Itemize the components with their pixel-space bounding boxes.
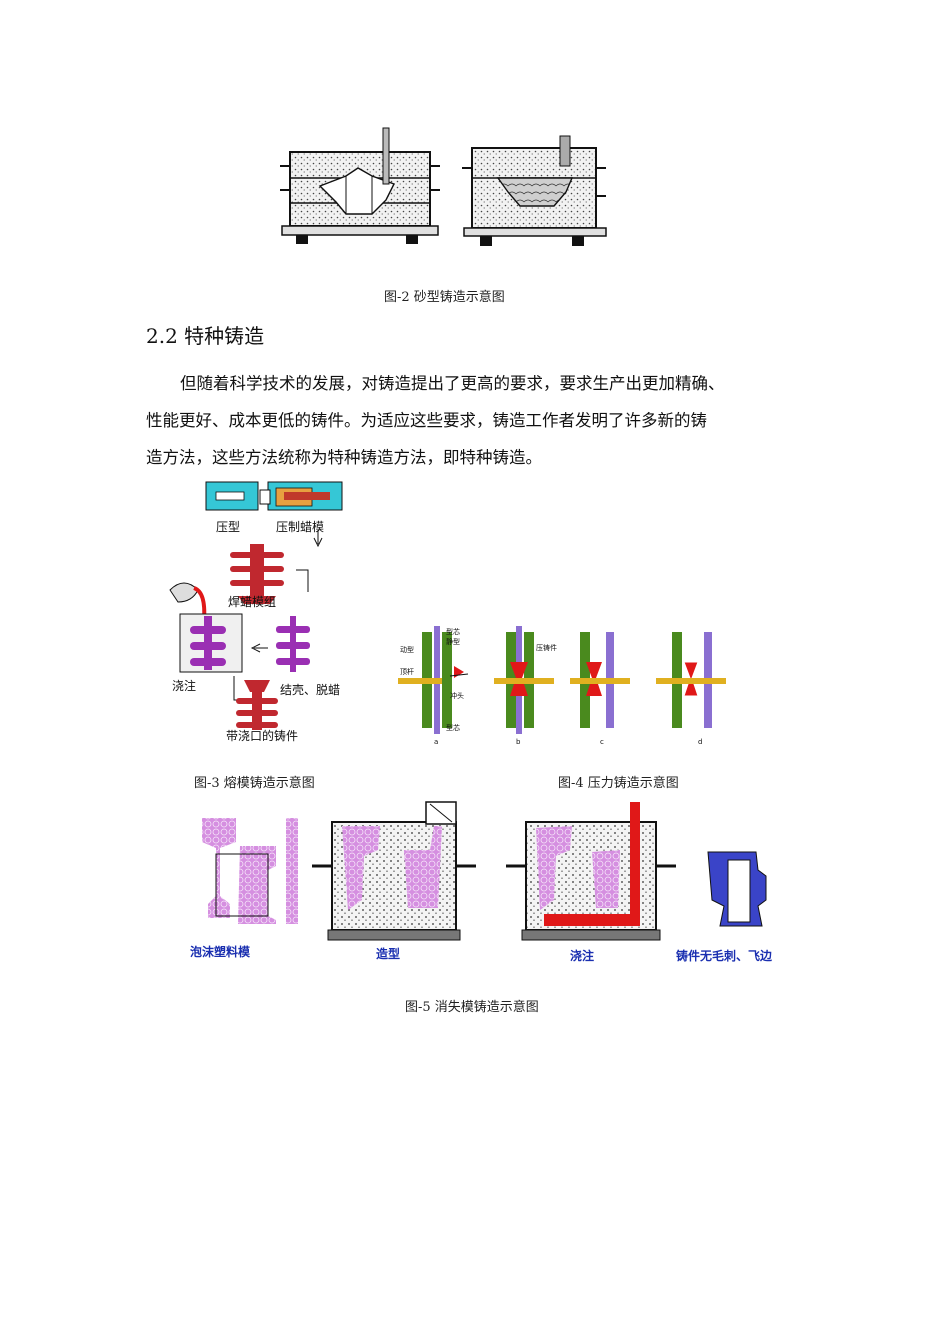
fig3-label-pour: 浇注 <box>172 678 196 693</box>
paragraph-line: 性能更好、成本更低的铸件。为适应这些要求，铸造工作者发明了许多新的铸 <box>146 411 707 430</box>
fig4-label-core-bottom: 型芯 <box>446 723 460 732</box>
fig4-label-d: d <box>698 738 702 746</box>
sand-mold-right <box>462 135 607 246</box>
die-casting-step-d <box>656 632 726 728</box>
lost-foam-result <box>707 851 767 927</box>
fig4-label-moving-die: 动型 <box>400 645 414 654</box>
fig4-label-ejector: 顶杆 <box>400 667 414 676</box>
fig4-label-plunger: 冲头 <box>450 691 464 700</box>
fig3-label-shell: 结壳、脱蜡 <box>280 682 340 697</box>
figure-3-caption: 图-3 熔模铸造示意图 <box>194 776 315 791</box>
sand-mold-left <box>280 127 440 244</box>
investment-casting-figure: 压型 压制蜡模 焊蜡模组 浇注 结壳、脱蜡 带浇口的铸件 <box>169 481 343 743</box>
section-heading: 2.2 特种铸造 <box>146 324 265 348</box>
foam-pattern <box>202 818 298 924</box>
sand-casting-figure <box>280 127 607 246</box>
lost-foam-casting-figure: 泡沫塑料模 造型 浇注 铸件无毛刺、飞边 <box>190 801 773 963</box>
fig5-label-pour: 浇注 <box>570 948 594 963</box>
fig5-label-foam: 泡沫塑料模 <box>190 944 251 959</box>
fig4-label-core-top: 型芯 <box>446 627 460 636</box>
fig3-label-weld-wax: 焊蜡模组 <box>228 594 276 609</box>
fig5-label-result: 铸件无毛刺、飞边 <box>676 948 773 963</box>
paragraph-line: 造方法，这些方法统称为特种铸造方法，即特种铸造。 <box>146 448 542 467</box>
fig4-label-fixed-die: 静型 <box>446 637 460 646</box>
fig3-label-mold: 压型 <box>216 520 240 534</box>
fig4-label-c: c <box>600 738 604 746</box>
die-casting-step-c <box>570 632 630 728</box>
figure-5-caption: 图-5 消失模铸造示意图 <box>405 1000 539 1015</box>
fig4-label-casting: 压铸件 <box>536 643 557 652</box>
fig3-label-casting: 带浇口的铸件 <box>226 728 298 743</box>
die-casting-step-a <box>398 626 469 734</box>
fig4-label-a: a <box>434 738 438 746</box>
die-casting-figure: 型芯 静型 动型 顶杆 冲头 型芯 压铸件 a b c d <box>398 626 726 746</box>
fig5-label-mold: 造型 <box>376 946 400 961</box>
figure-4-caption: 图-4 压力铸造示意图 <box>558 776 679 791</box>
figure-2-caption: 图-2 砂型铸造示意图 <box>384 290 505 305</box>
lost-foam-pour <box>506 802 676 941</box>
body-paragraph: 但随着科学技术的发展，对铸造提出了更高的要求，要求生产出更加精确、 性能更好、成… <box>146 365 826 476</box>
paragraph-line: 但随着科学技术的发展，对铸造提出了更高的要求，要求生产出更加精确、 <box>180 374 725 393</box>
lost-foam-mold <box>312 801 476 941</box>
fig3-label-press-wax: 压制蜡模 <box>276 520 324 534</box>
fig4-label-b: b <box>516 738 521 746</box>
die-casting-step-b <box>494 626 554 734</box>
